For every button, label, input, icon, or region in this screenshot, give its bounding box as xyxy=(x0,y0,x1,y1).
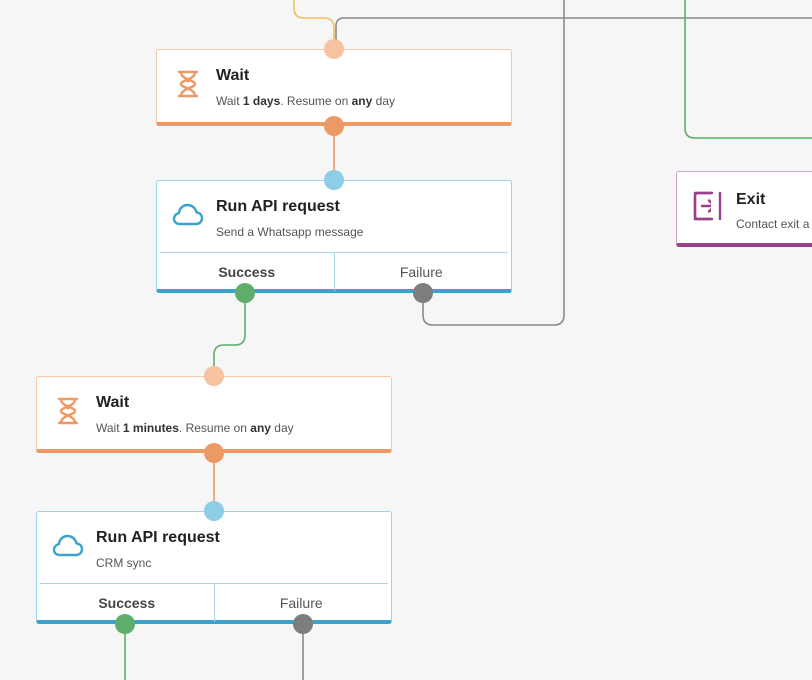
wait-node-1-output-port[interactable] xyxy=(324,116,344,136)
api-request-node-2-input-port[interactable] xyxy=(204,501,224,521)
api-request-node-1-title: Run API request xyxy=(216,198,340,215)
wait-node-2-input-port[interactable] xyxy=(204,366,224,386)
api-request-node-1-input-port[interactable] xyxy=(324,170,344,190)
api-request-node-1-success-port[interactable] xyxy=(235,283,255,303)
connector-incoming-grey xyxy=(335,17,812,44)
wait-node-1[interactable]: Wait Wait 1 days. Resume on any day xyxy=(156,49,512,126)
wait-node-1-desc: Wait 1 days. Resume on any day xyxy=(216,94,395,108)
hourglass-icon xyxy=(172,68,204,100)
wait-node-1-input-port[interactable] xyxy=(324,39,344,59)
api-request-node-1-desc: Send a Whatsapp message xyxy=(216,225,364,239)
cloud-icon xyxy=(52,530,84,562)
exit-icon xyxy=(692,190,724,222)
hourglass-icon xyxy=(52,395,84,427)
cloud-icon xyxy=(172,199,204,231)
exit-node-desc: Contact exit a xyxy=(736,217,810,231)
wait-node-2-output-port[interactable] xyxy=(204,443,224,463)
wait-node-2-title: Wait xyxy=(96,394,130,411)
exit-node[interactable]: Exit Contact exit a xyxy=(676,171,812,247)
api-request-node-2-success-port[interactable] xyxy=(115,614,135,634)
api-request-node-2-success-branch[interactable]: Success xyxy=(98,595,156,611)
api-request-node-2-failure-branch[interactable]: Failure xyxy=(213,584,389,622)
wait-node-2-desc: Wait 1 minutes. Resume on any day xyxy=(96,421,294,435)
connector-api1-failure xyxy=(422,0,565,326)
connector-green-to-exit xyxy=(684,0,812,139)
api-request-node-2-branches: Success Failure xyxy=(40,583,388,622)
connector-incoming-yellow xyxy=(293,0,335,44)
api-request-node-1-failure-port[interactable] xyxy=(413,283,433,303)
api-request-node-2-title: Run API request xyxy=(96,529,220,546)
api-request-node-1-branches: Success Failure xyxy=(160,252,508,291)
api-request-node-1-success-branch[interactable]: Success xyxy=(218,264,276,280)
api-request-node-2-failure-port[interactable] xyxy=(293,614,313,634)
api-request-node-1[interactable]: Run API request Send a Whatsapp message … xyxy=(156,180,512,293)
connector-api1-success xyxy=(213,296,246,372)
api-request-node-1-failure-branch[interactable]: Failure xyxy=(333,253,509,291)
wait-node-1-title: Wait xyxy=(216,67,250,84)
wait-node-2[interactable]: Wait Wait 1 minutes. Resume on any day xyxy=(36,376,392,453)
api-request-node-2-desc: CRM sync xyxy=(96,556,152,570)
exit-node-title: Exit xyxy=(736,191,766,208)
api-request-node-2[interactable]: Run API request CRM sync Success Failure xyxy=(36,511,392,624)
